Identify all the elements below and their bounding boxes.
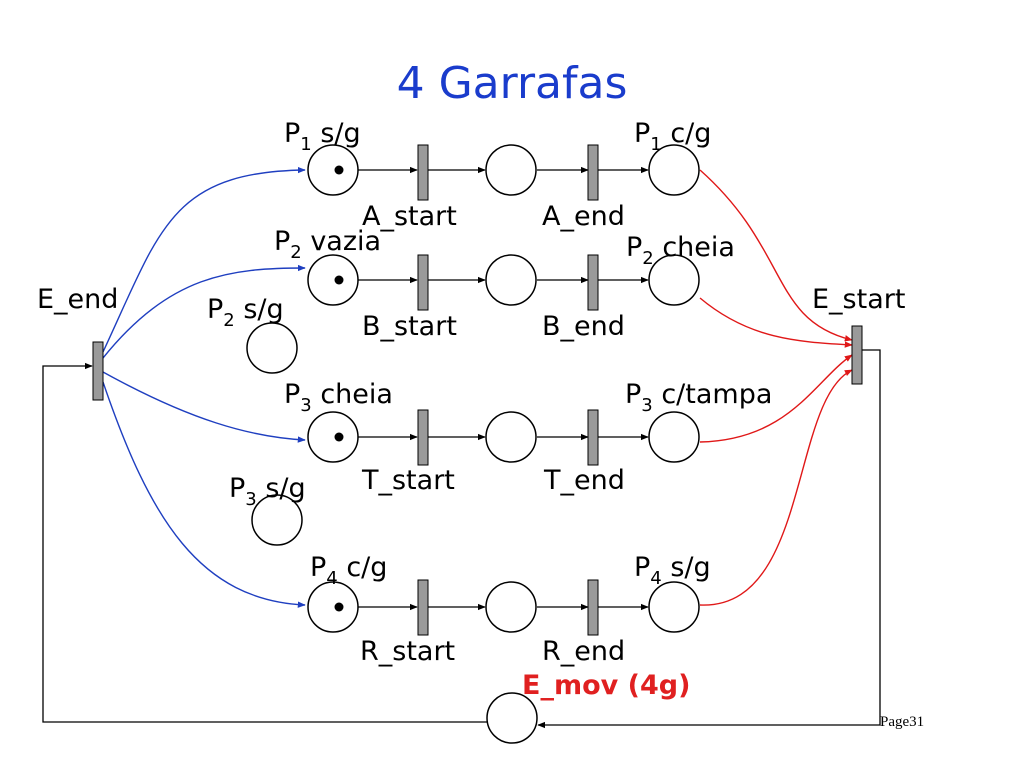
place-p4-cg[interactable]: [307, 581, 359, 633]
label-p4-cg: P4 c/g: [310, 552, 387, 589]
label-p2-vazia: P2 vazia: [274, 226, 381, 263]
label-r-end: R_end: [542, 636, 625, 667]
transition-b-start[interactable]: [417, 254, 429, 311]
arc-eend-p2vazia: [102, 264, 306, 359]
transition-t-end[interactable]: [587, 409, 599, 466]
label-t-start: T_start: [361, 465, 455, 496]
label-e-start: E_start: [812, 284, 905, 315]
label-p3-ctampa: P3 c/tampa: [625, 379, 772, 416]
place-p1-sg[interactable]: [307, 144, 359, 196]
arc-p4sg-estart: [699, 369, 853, 606]
place-p4-sg[interactable]: [648, 581, 700, 633]
label-p2-cheia: P2 cheia: [626, 232, 735, 269]
arc-estart-emov: [537, 349, 881, 729]
transition-r-start[interactable]: [417, 579, 429, 636]
place-p3-ctampa[interactable]: [648, 411, 700, 463]
place-p4-mid[interactable]: [485, 581, 537, 633]
label-a-end: A_end: [542, 201, 625, 232]
token-p3-cheia: [334, 432, 344, 442]
transition-r-end[interactable]: [587, 579, 599, 636]
arc-p3ctampa-estart: [699, 354, 853, 443]
transition-e-end[interactable]: [92, 341, 104, 401]
token-p2-vazia: [334, 275, 344, 285]
tokens-layer: [334, 165, 344, 612]
transition-t-start[interactable]: [417, 409, 429, 466]
arc-p2cheia-estart: [699, 297, 853, 348]
place-p2-mid[interactable]: [485, 254, 537, 306]
label-p1-sg: P1 s/g: [284, 118, 361, 155]
label-t-end: T_end: [543, 465, 625, 496]
arc-p1cg-estart: [699, 169, 853, 342]
label-p3-sg: P3 s/g: [229, 473, 306, 510]
place-p3-mid[interactable]: [485, 411, 537, 463]
place-p3-sg[interactable]: [251, 494, 303, 546]
token-p4-cg: [334, 602, 344, 612]
label-e-end: E_end: [37, 284, 118, 315]
transition-b-end[interactable]: [587, 254, 599, 311]
place-p1-cg[interactable]: [648, 144, 700, 196]
arc-eend-p4cg: [102, 381, 306, 608]
place-p2-cheia[interactable]: [648, 254, 700, 306]
label-a-start: A_start: [362, 201, 457, 232]
label-b-start: B_start: [362, 311, 457, 342]
label-b-end: B_end: [542, 311, 625, 342]
place-p3-cheia[interactable]: [307, 411, 359, 463]
label-e-mov: E_mov (4g): [522, 670, 690, 701]
arc-eend-p1sg: [102, 166, 306, 353]
label-p4-sg: P4 s/g: [634, 552, 711, 589]
place-p2-vazia[interactable]: [307, 254, 359, 306]
arc-emov-eend: [42, 362, 487, 723]
place-e-mov[interactable]: [486, 692, 538, 744]
place-p1-mid[interactable]: [485, 144, 537, 196]
label-p3-cheia: P3 cheia: [284, 379, 393, 416]
transition-e-start[interactable]: [851, 325, 863, 385]
transition-a-start[interactable]: [417, 144, 429, 201]
label-r-start: R_start: [360, 636, 455, 667]
page-title: 4 Garrafas: [397, 58, 628, 109]
arc-eend-p3cheia: [102, 371, 306, 443]
place-p2-sg[interactable]: [246, 322, 298, 374]
label-p2-sg: P2 s/g: [207, 294, 284, 331]
transition-a-end[interactable]: [587, 144, 599, 201]
page-number: Page31: [880, 714, 924, 730]
label-p1-cg: P1 c/g: [634, 118, 711, 155]
token-p1-sg: [334, 165, 344, 175]
